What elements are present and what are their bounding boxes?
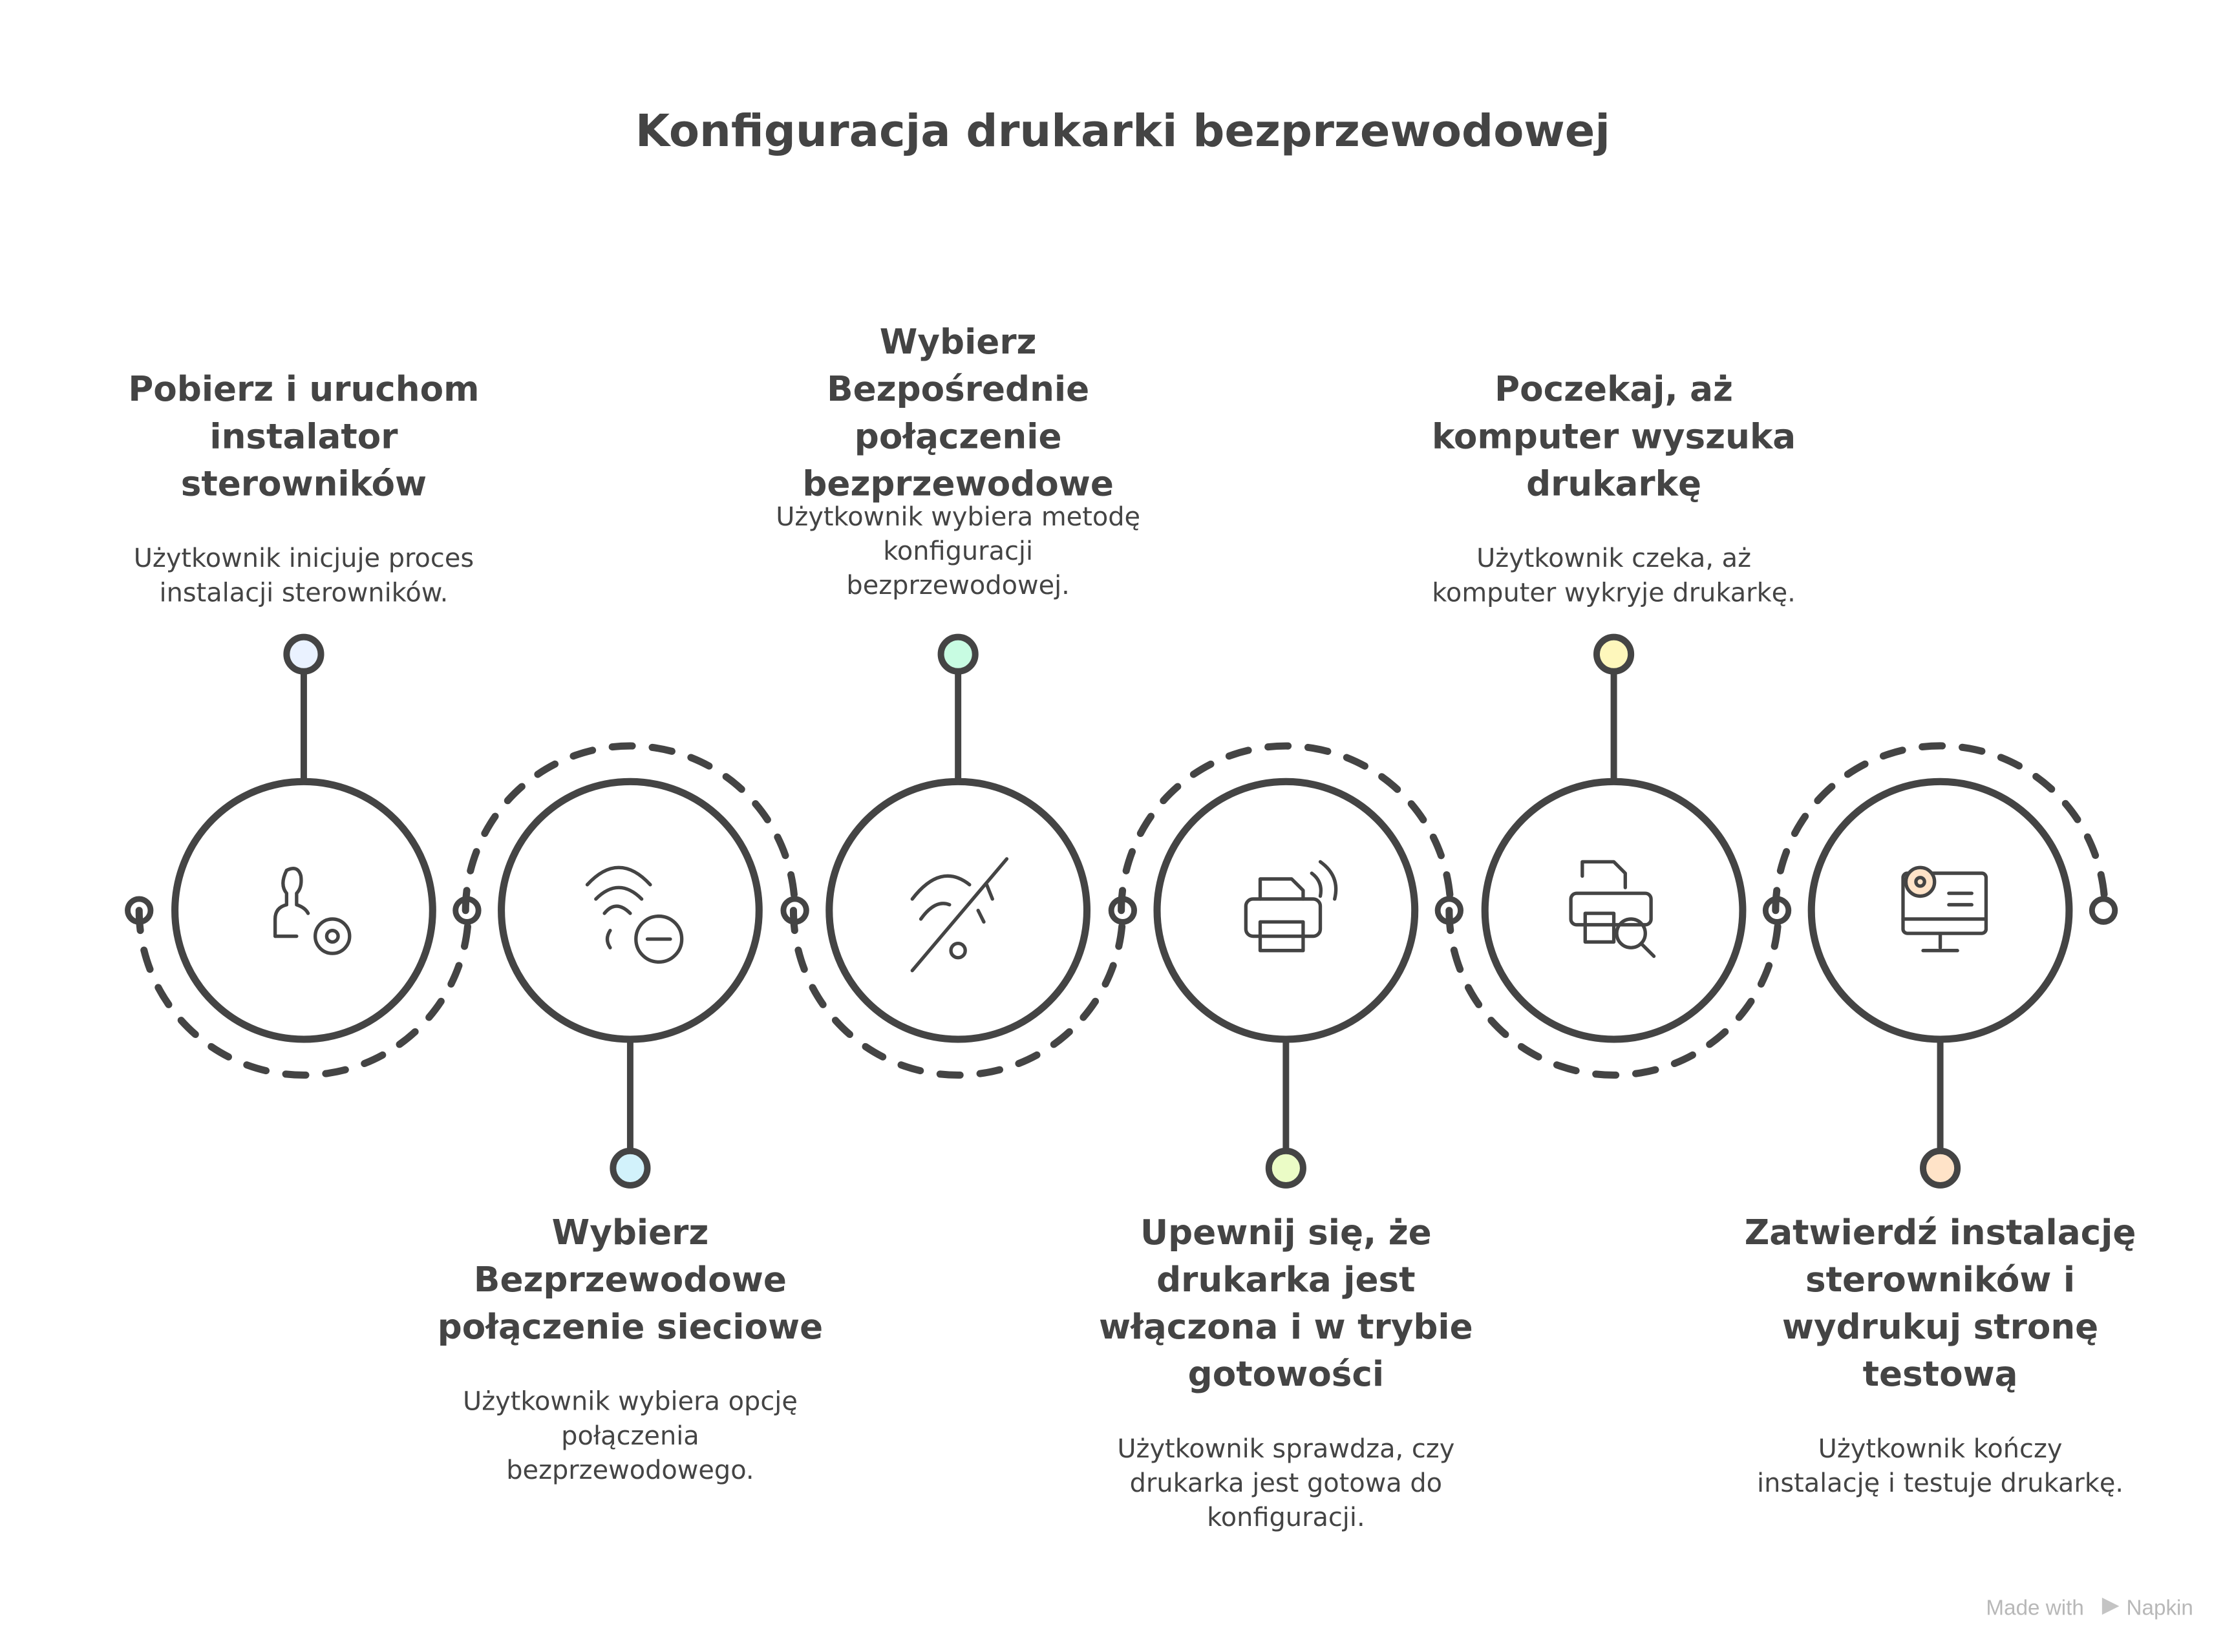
connector-node bbox=[2089, 896, 2118, 925]
pin-node bbox=[937, 633, 979, 675]
step-title-line: Pobierz i uruchom bbox=[128, 369, 479, 409]
pin-node bbox=[1593, 633, 1635, 675]
wifi-off-icon bbox=[910, 857, 1009, 973]
step-description-line: Użytkownik wybiera metodę bbox=[776, 502, 1140, 532]
step-circle bbox=[1153, 778, 1419, 1043]
step-4: Upewnij się, że drukarka jest włączona i w… bbox=[1099, 742, 1473, 1532]
watermark-made-with: Made with bbox=[1986, 1596, 2083, 1620]
step-title-line: bezprzewodowe bbox=[802, 463, 1114, 503]
pin-node bbox=[610, 1147, 651, 1189]
step-6: Zatwierdź instalację sterowników i wydruku… bbox=[1745, 742, 2136, 1498]
dashed-arc bbox=[1118, 742, 1454, 915]
step-title-line: gotowości bbox=[1188, 1354, 1384, 1394]
step-circle bbox=[1807, 778, 2073, 1043]
step-title-line: drukarka jest bbox=[1156, 1260, 1415, 1300]
printer-search-icon bbox=[1569, 860, 1656, 958]
step-description-line: Użytkownik kończy bbox=[1818, 1434, 2063, 1464]
step-title-line: testową bbox=[1863, 1354, 2018, 1394]
step-title-line: sterowników i bbox=[1805, 1260, 2075, 1300]
step-description-line: komputer wykryje drukarkę. bbox=[1432, 578, 1796, 608]
step-description-line: Użytkownik wybiera opcję bbox=[463, 1387, 798, 1417]
pin-node bbox=[1920, 1147, 1961, 1189]
step-title-line: połączenie bbox=[855, 416, 1062, 456]
step-description-line: bezprzewodowego. bbox=[506, 1456, 754, 1485]
step-circle bbox=[825, 778, 1091, 1043]
step-description-line: bezprzewodowej. bbox=[846, 571, 1069, 600]
step-title-line: drukarkę bbox=[1526, 463, 1701, 503]
step-circle bbox=[498, 778, 763, 1043]
pin-node bbox=[283, 633, 324, 675]
step-1: Pobierz i uruchom instalator sterownikówUż… bbox=[128, 369, 480, 1079]
step-description-line: instalację i testuje drukarkę. bbox=[1757, 1468, 2123, 1498]
step-title-line: wydrukuj stronę bbox=[1782, 1307, 2098, 1347]
step-title-line: instalator bbox=[209, 416, 398, 456]
dashed-arc bbox=[1772, 742, 2109, 915]
step-description-line: instalacji sterowników. bbox=[160, 578, 449, 608]
wireless-printer-icon bbox=[1244, 860, 1338, 953]
user-gear-icon bbox=[273, 867, 352, 955]
step-description-line: drukarka jest gotowa do bbox=[1130, 1468, 1442, 1498]
step-description-line: Użytkownik czeka, aż bbox=[1476, 544, 1751, 573]
dashed-arc bbox=[462, 742, 799, 915]
step-title-line: komputer wyszuka bbox=[1432, 416, 1796, 456]
step-description-line: połączenia bbox=[561, 1421, 699, 1451]
step-description-line: Użytkownik sprawdza, czy bbox=[1117, 1434, 1454, 1464]
step-title-line: Zatwierdź instalację bbox=[1745, 1213, 2136, 1253]
step-title-line: Upewnij się, że bbox=[1140, 1213, 1432, 1253]
wifi-minus-icon bbox=[585, 865, 684, 964]
step-description-line: konfiguracji. bbox=[1207, 1503, 1365, 1532]
step-title-line: Wybierz bbox=[880, 322, 1037, 362]
dashed-arc bbox=[135, 907, 473, 1079]
dashed-arc bbox=[789, 907, 1127, 1079]
step-circle bbox=[171, 778, 436, 1043]
step-description-line: konfiguracji bbox=[883, 536, 1033, 566]
step-title-line: Poczekaj, aż bbox=[1495, 369, 1733, 409]
pin-node bbox=[1265, 1147, 1306, 1189]
step-title-line: Wybierz bbox=[552, 1213, 709, 1253]
napkin-logo-icon bbox=[2101, 1597, 2120, 1615]
step-title-line: włączona i w trybie bbox=[1099, 1307, 1473, 1347]
diagram-title: Konfiguracja drukarki bezprzewodowej bbox=[635, 105, 1610, 157]
gear-monitor-icon bbox=[1901, 865, 1988, 953]
step-circle bbox=[1481, 778, 1747, 1043]
watermark: Made with Napkin bbox=[1986, 1596, 2193, 1620]
step-title-line: połączenie sieciowe bbox=[438, 1307, 823, 1347]
step-title-line: Bezpośrednie bbox=[827, 369, 1089, 409]
step-title-line: Bezprzewodowe bbox=[474, 1260, 787, 1300]
watermark-brand: Napkin bbox=[2127, 1596, 2193, 1620]
step-title-line: sterowników bbox=[181, 463, 427, 503]
dashed-arc bbox=[1445, 907, 1782, 1079]
step-5: Poczekaj, aż komputer wyszuka drukarkęUżyt… bbox=[1432, 369, 1796, 1079]
step-description-line: Użytkownik inicjuje proces bbox=[134, 544, 474, 573]
